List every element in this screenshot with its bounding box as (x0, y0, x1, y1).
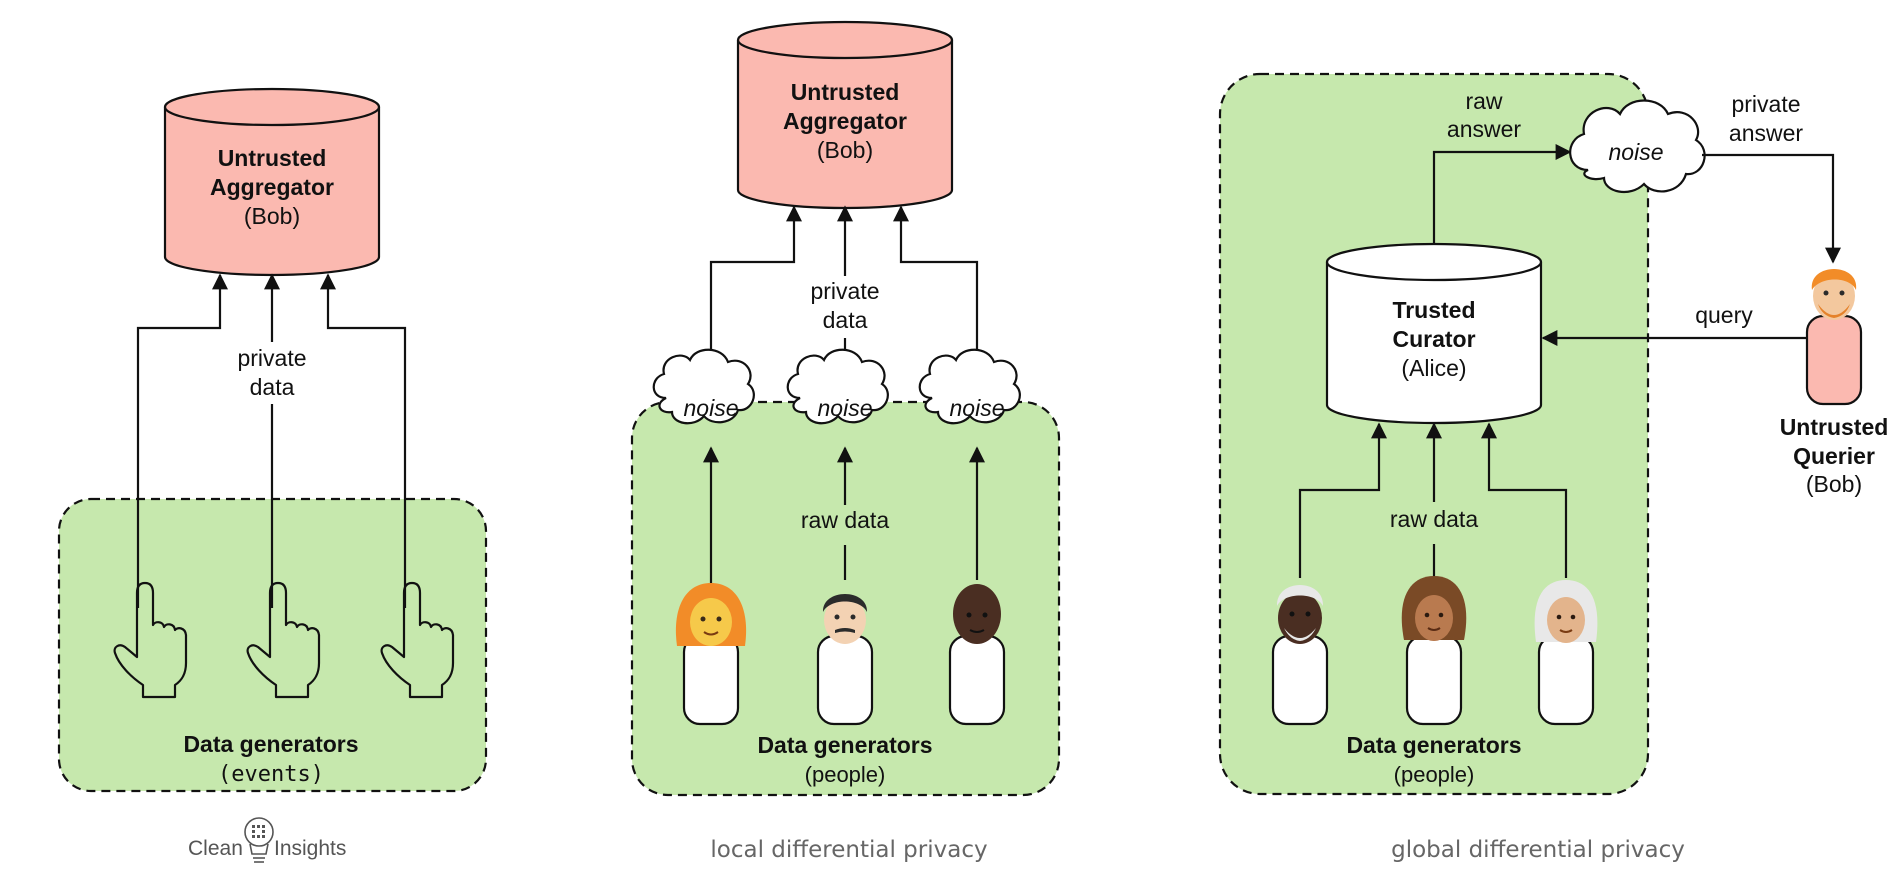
generators-title: Data generators (1346, 732, 1521, 758)
flow-arrow (1702, 153, 1841, 264)
private-data-label-1: private (237, 345, 306, 371)
aggregator-title-1: Untrusted (791, 79, 900, 105)
noise-label: noise (818, 395, 873, 421)
query-label: query (1695, 302, 1753, 328)
flow-arrow (709, 205, 802, 372)
raw-data-label: raw data (801, 507, 889, 533)
querier-owner: (Bob) (1806, 471, 1862, 497)
querier-title-2: Querier (1793, 443, 1875, 469)
curator-title-2: Curator (1392, 326, 1475, 352)
flow-arrow (136, 273, 228, 608)
logo-text-left: Clean (188, 837, 243, 860)
flow-arrow (893, 205, 979, 372)
aggregator-title-2: Aggregator (210, 174, 334, 200)
aggregator-owner: (Bob) (817, 137, 873, 163)
private-answer-label-1: private (1731, 91, 1800, 117)
untrusted-aggregator-cylinder: Untrusted Aggregator (Bob) (736, 20, 954, 210)
middle-panel: Untrusted Aggregator (Bob) private data … (630, 20, 1061, 863)
person-avatar-man-light-skin (816, 594, 874, 726)
raw-answer-label-1: raw (1465, 88, 1502, 114)
clean-insights-logo: Clean Insights (188, 817, 346, 863)
querier-title-1: Untrusted (1780, 414, 1889, 440)
generators-title: Data generators (183, 731, 358, 757)
lightbulb-icon (244, 817, 274, 863)
caption-local: local differential privacy (710, 837, 987, 863)
noise-cloud: noise (786, 348, 889, 425)
raw-answer-label-2: answer (1447, 116, 1521, 142)
person-avatar-querier (1805, 269, 1863, 406)
caption-global: global differential privacy (1391, 837, 1685, 863)
noise-cloud: noise (918, 348, 1021, 425)
person-avatar-woman-curly-hair (1401, 576, 1467, 726)
private-data-label-2: data (250, 374, 295, 400)
person-avatar-woman-red-hair (675, 583, 747, 726)
flow-arrow (1481, 422, 1568, 578)
noise-cloud: noise (652, 348, 755, 425)
aggregator-owner: (Bob) (244, 203, 300, 229)
trusted-curator-cylinder: Trusted Curator (Alice) (1325, 242, 1543, 425)
raw-data-label: raw data (1390, 506, 1478, 532)
flow-arrow (320, 273, 407, 608)
logo-text-right: Insights (274, 837, 346, 860)
private-data-label-1: private (810, 278, 879, 304)
curator-title-1: Trusted (1392, 297, 1475, 323)
person-avatar-older-man-dark-skin (1271, 585, 1329, 726)
generators-subtitle: (people) (805, 762, 886, 787)
noise-label: noise (950, 395, 1005, 421)
noise-cloud: noise (1569, 99, 1706, 194)
untrusted-aggregator-cylinder: Untrusted Aggregator (Bob) (163, 87, 381, 277)
person-avatar-man-dark-skin-bald (948, 584, 1006, 726)
right-panel: Trusted Curator (Alice) raw answer noise… (1218, 72, 1889, 863)
private-answer-label-2: answer (1729, 120, 1803, 146)
private-data-label-2: data (823, 307, 868, 333)
curator-owner: (Alice) (1401, 355, 1466, 381)
aggregator-title-1: Untrusted (218, 145, 327, 171)
noise-label: noise (684, 395, 739, 421)
left-panel: Untrusted Aggregator (Bob) private data … (57, 87, 488, 863)
generators-subtitle: (events) (218, 762, 324, 787)
flow-arrow (1298, 422, 1387, 578)
aggregator-title-2: Aggregator (783, 108, 907, 134)
noise-label: noise (1609, 139, 1664, 165)
generators-subtitle: (people) (1394, 762, 1475, 787)
person-avatar-older-woman (1534, 580, 1598, 726)
generators-title: Data generators (757, 732, 932, 758)
flow-arrow (1432, 144, 1572, 244)
